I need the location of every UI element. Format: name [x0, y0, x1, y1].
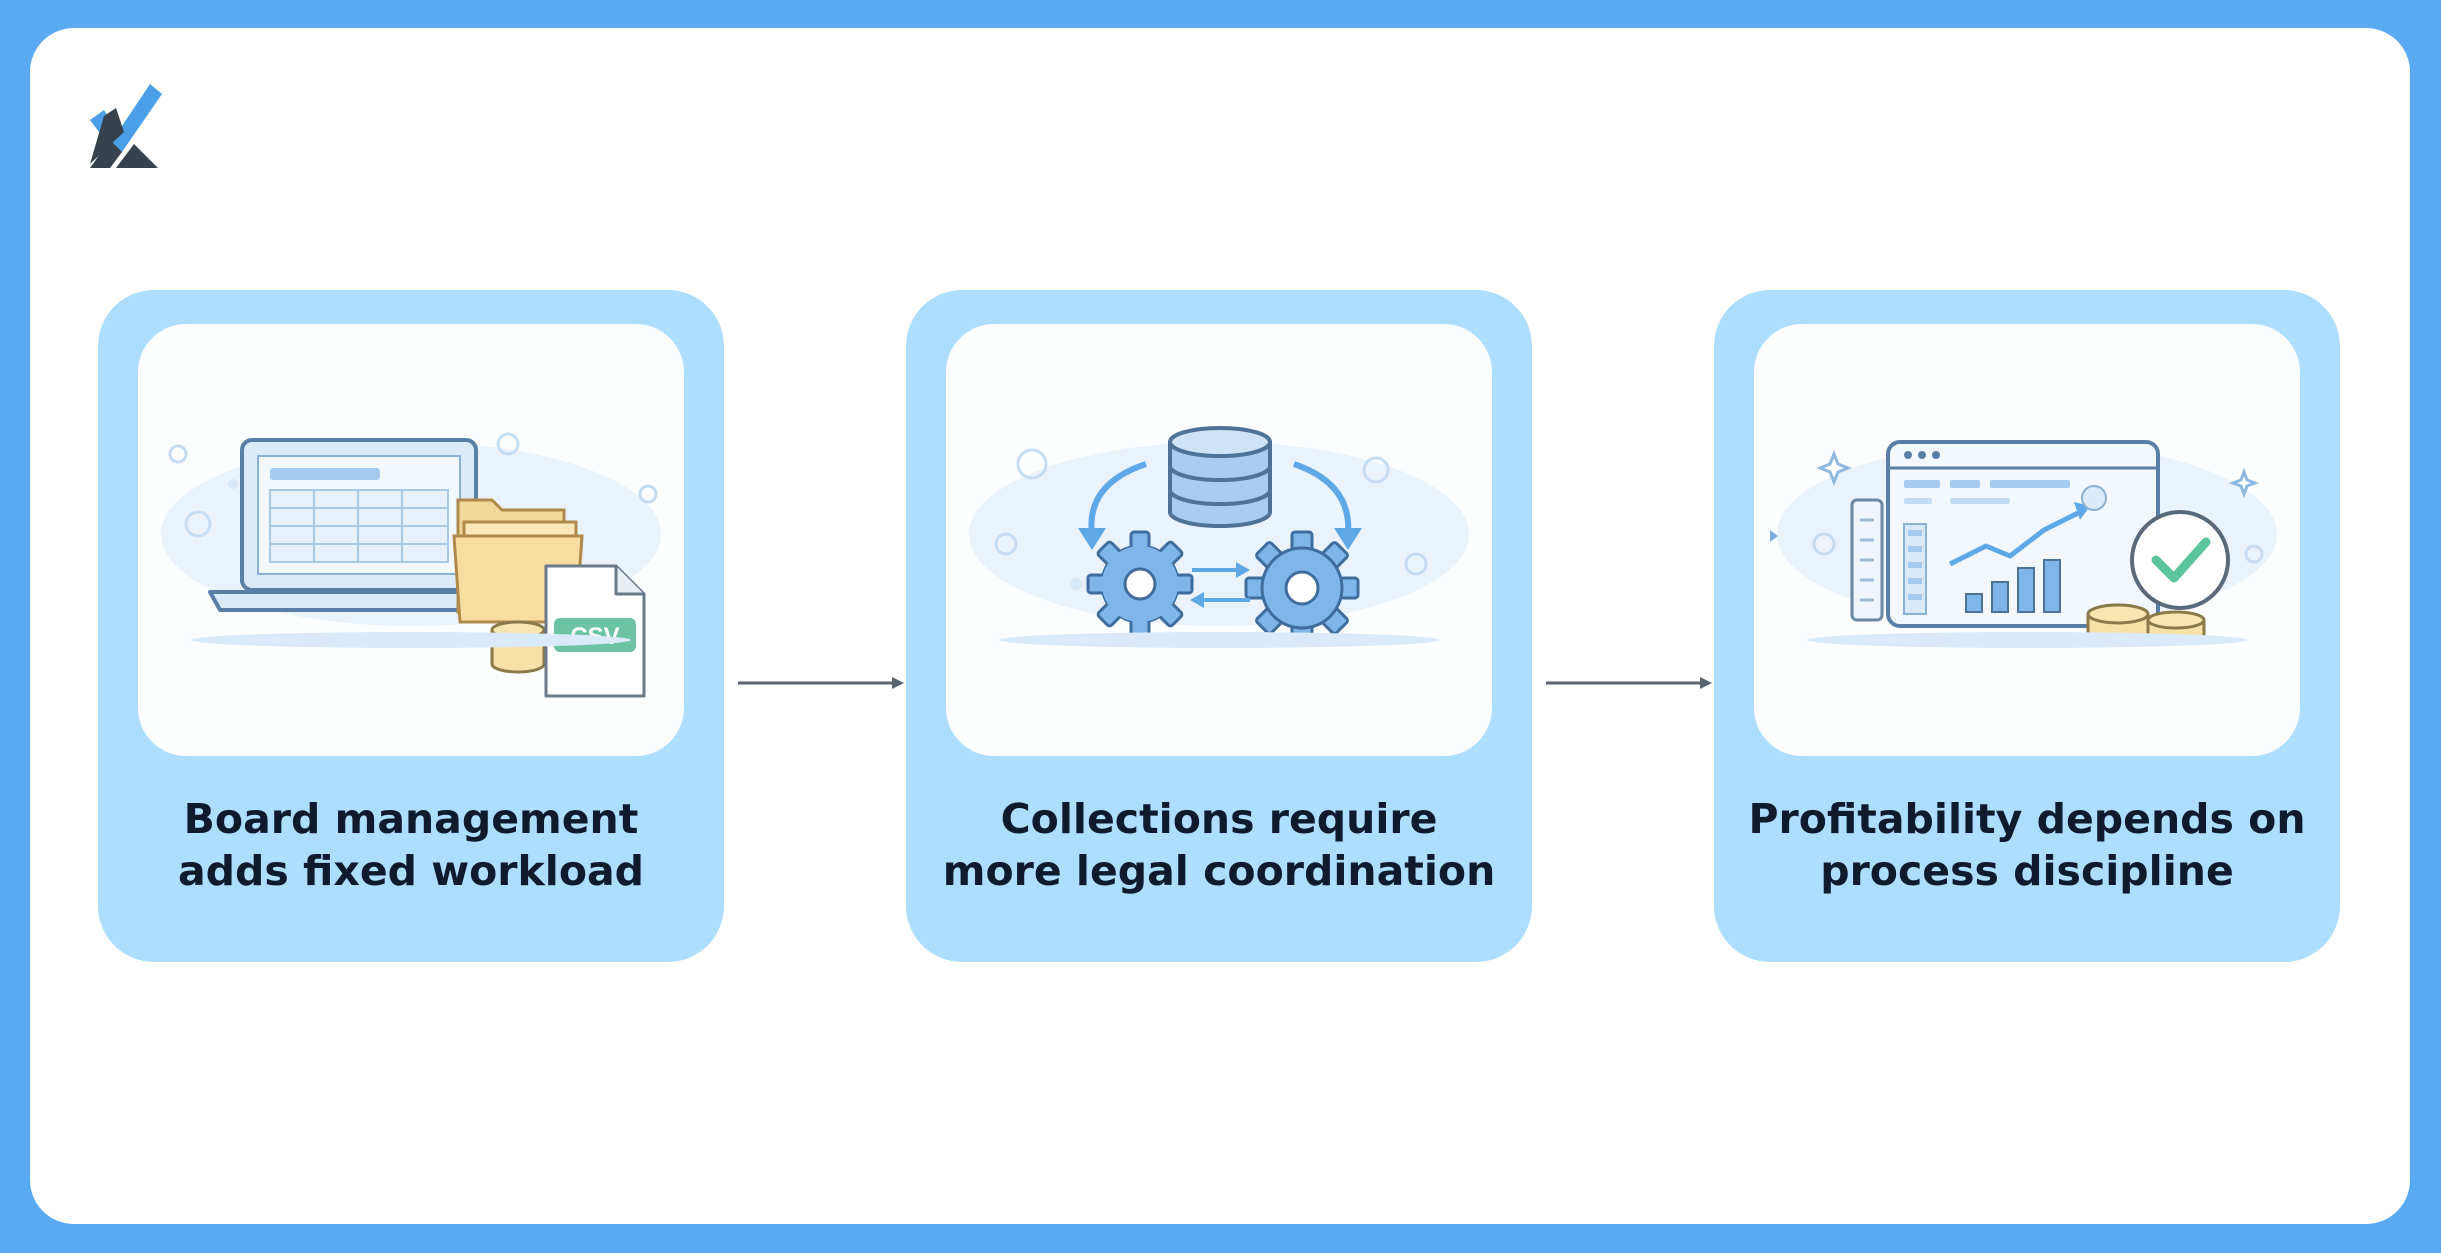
step-illustration-1: CSV	[138, 324, 684, 756]
step-illustration-2	[946, 324, 1492, 756]
dashboard-growth-check-icon	[1770, 440, 2277, 648]
step-caption-line: more legal coordination	[942, 847, 1496, 895]
step-card-3: Profitability depends on process discipl…	[1714, 290, 2340, 962]
step-card-1: CSV Board management adds fixed workload	[98, 290, 724, 962]
laptop-folder-csv-icon: CSV	[161, 432, 661, 698]
step-illustration-3	[1754, 324, 2300, 756]
step-caption-line: Profitability depends on	[1748, 795, 2306, 843]
right-arrow-icon	[1546, 677, 1712, 689]
right-arrow-icon	[738, 677, 904, 689]
database-gears-sync-icon	[969, 426, 1469, 648]
step-caption-3: Profitability depends on process discipl…	[1724, 793, 2330, 897]
checkmark-x-logo-icon	[90, 84, 162, 168]
step-card-2: Collections require more legal coordinat…	[906, 290, 1532, 962]
step-caption-line: process discipline	[1820, 847, 2234, 895]
step-caption-line: Board management	[183, 795, 639, 843]
step-caption-line: Collections require	[1000, 795, 1438, 843]
step-caption-line: adds fixed workload	[177, 847, 645, 895]
slide-canvas: CSV Board management adds fixed workload	[30, 28, 2410, 1224]
step-caption-2: Collections require more legal coordinat…	[916, 793, 1522, 897]
step-caption-1: Board management adds fixed workload	[108, 793, 714, 897]
